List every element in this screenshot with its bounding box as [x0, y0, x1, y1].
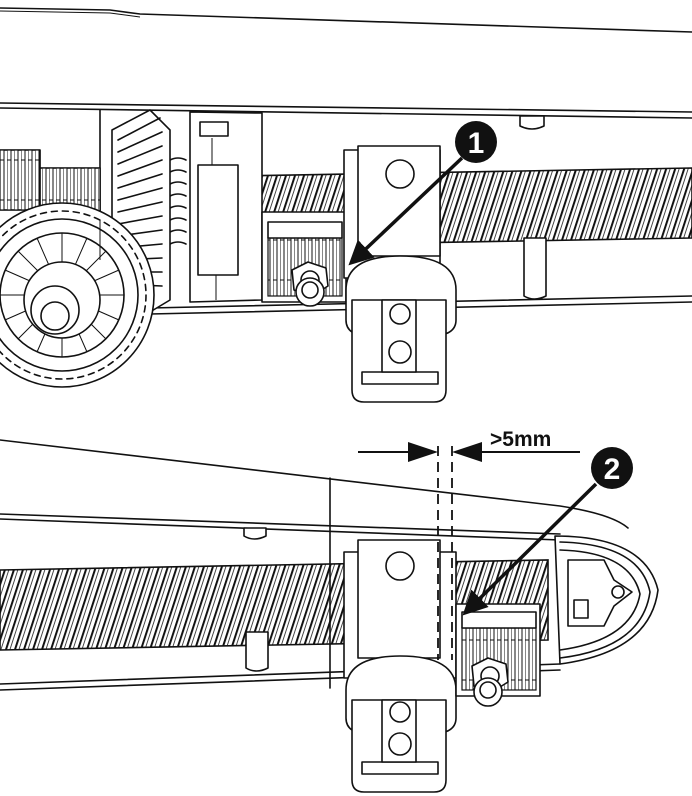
callout-2-arrow [462, 482, 598, 616]
callout-2-badge [591, 447, 633, 489]
callout-1-number: 1 [468, 127, 485, 160]
drive-nut-bottom [455, 603, 541, 697]
rail-top-edge-bottom [0, 513, 561, 535]
callout-2: 2 [462, 447, 633, 616]
top-view: 1 [0, 7, 692, 403]
cover-outline [0, 439, 629, 529]
gap-dimension: >5mm [358, 428, 580, 660]
carriage-clamp-bottom [343, 539, 457, 793]
rail-post [523, 237, 547, 300]
callout-1-badge [455, 121, 497, 163]
callout-1-arrow [348, 156, 464, 266]
callout-1: 1 [348, 121, 497, 266]
hex-bolt-top [291, 261, 329, 307]
top-frame-edge [0, 7, 692, 33]
hex-bolt-bottom [471, 657, 509, 707]
rail-pin [519, 115, 545, 130]
rail-post-bottom [245, 631, 269, 672]
carriage-clamp-top [343, 145, 457, 403]
dimension-arrow-right [452, 442, 482, 462]
bottom-view: >5mm 2 [0, 428, 659, 793]
large-gear-wheel [0, 202, 155, 388]
dimension-arrow-left [408, 442, 438, 462]
rail-top-edge [0, 102, 692, 113]
callout-2-number: 2 [604, 453, 621, 486]
dimension-label: >5mm [490, 428, 551, 451]
spring-coil [169, 157, 187, 245]
